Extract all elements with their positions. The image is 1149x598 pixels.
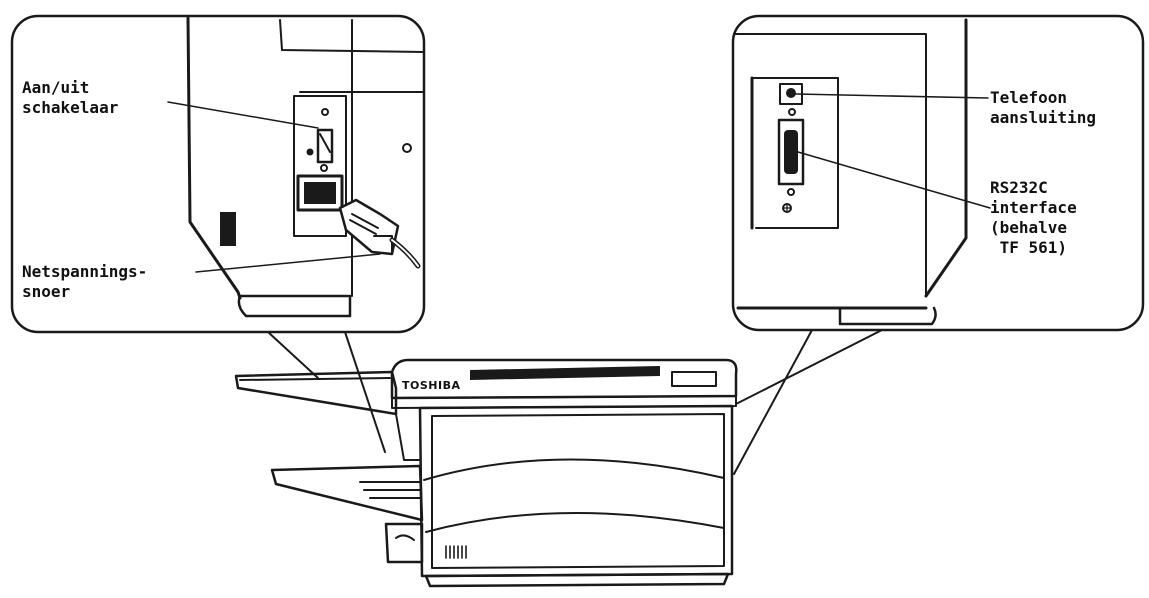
power-switch-rocker <box>319 133 331 153</box>
rs232-label-line2: interface <box>990 198 1077 217</box>
machine-rear-top <box>734 33 927 297</box>
fax-machine <box>234 358 738 588</box>
machine-rear-edge <box>924 18 968 298</box>
ground-icon-cross <box>782 203 792 213</box>
barcode-label <box>445 545 467 559</box>
machine-side-edge <box>186 16 242 300</box>
switch-mark-top <box>321 108 329 116</box>
rs232-label-line1: RS232C <box>990 178 1048 197</box>
rs232-label-line4: TF 561) <box>990 238 1068 257</box>
document-tray-top <box>234 370 398 416</box>
left-callout <box>10 14 426 453</box>
machine-foot <box>237 294 352 318</box>
power-cord-label-line2: snoer <box>22 282 71 301</box>
phone-jack-screw <box>788 108 796 116</box>
fax-body <box>418 404 734 578</box>
vent-grille <box>220 212 236 246</box>
machine-top-edge <box>279 19 425 53</box>
tray-support <box>384 522 424 564</box>
machine-rear-foot <box>838 306 937 326</box>
left-callout-pointer <box>267 331 319 379</box>
rs232-label-line3: (behalve <box>990 218 1068 237</box>
switch-mark-on <box>306 148 314 156</box>
rs232-leader-line <box>797 151 991 209</box>
fax-front-curve <box>423 458 725 481</box>
rs232-port-pins <box>784 130 798 174</box>
tray-support-notch <box>395 534 415 541</box>
power-switch-label-line1: Aan/uit <box>22 78 90 97</box>
brand-logo: TOSHIBA <box>402 379 461 392</box>
plug-ridge <box>351 213 379 229</box>
control-panel <box>470 366 660 380</box>
right-callout <box>731 14 1145 475</box>
phone-leader-line <box>795 93 989 99</box>
rs232-port <box>777 118 805 186</box>
switch-mark-bottom <box>320 164 328 172</box>
fax-front-panel <box>431 413 725 569</box>
power-cord-highlight <box>391 239 419 267</box>
right-callout-pointer <box>733 329 813 475</box>
fax-base <box>424 572 730 588</box>
plug-ridge <box>349 219 377 235</box>
fax-top-cover <box>390 358 738 400</box>
left-callout-pointer <box>344 331 386 453</box>
switch-leader-line <box>167 101 319 129</box>
rear-connector-panel <box>751 77 839 229</box>
right-callout-frame <box>731 14 1145 332</box>
phone-connection-label-line2: aansluiting <box>990 108 1096 127</box>
power-switch-label-line2: schakelaar <box>22 98 119 117</box>
phone-connection-label-line1: Telefoon <box>990 88 1068 107</box>
left-callout-frame <box>10 14 426 334</box>
phone-jack-hole <box>786 88 796 98</box>
cord-leader-line <box>195 253 381 273</box>
power-cord-label-line1: Netspannings- <box>22 262 148 281</box>
rs232-port-screw <box>787 188 795 196</box>
right-callout-pointer <box>735 329 883 405</box>
fax-top-band <box>391 395 737 409</box>
tray-bottom-ridges <box>359 481 421 499</box>
plug-edge <box>373 235 393 255</box>
display-window <box>671 371 717 387</box>
fax-front-curve <box>425 511 725 533</box>
screw-icon <box>402 143 412 153</box>
document-tray-bottom <box>270 464 424 522</box>
power-plug <box>338 198 400 256</box>
fax-side-edge <box>395 413 421 461</box>
tray-top-ridge <box>239 377 391 381</box>
power-socket <box>296 174 344 212</box>
power-socket-hole <box>304 182 336 204</box>
power-switch <box>316 128 334 164</box>
connector-panel <box>293 95 347 237</box>
